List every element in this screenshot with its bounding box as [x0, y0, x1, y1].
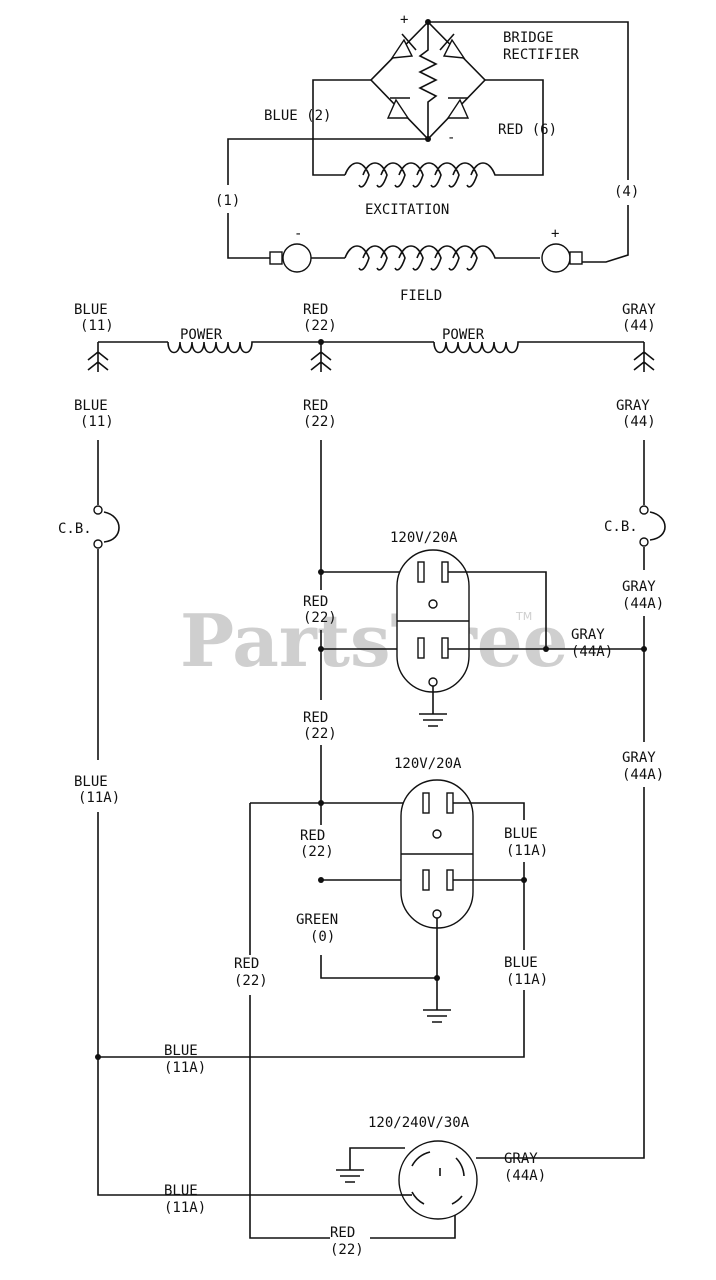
svg-text:BLUE: BLUE [74, 774, 108, 790]
power-label-right: POWER [442, 327, 485, 343]
bridge-label-1: BRIDGE [503, 30, 554, 46]
outlet-1-rating: 120V/20A [390, 530, 458, 546]
wire-blue-top: BLUE [74, 302, 108, 318]
diode-upper-left [390, 33, 417, 59]
svg-text:RED: RED [300, 828, 325, 844]
bridge-rectifier [369, 19, 487, 142]
svg-text:BLUE: BLUE [504, 826, 538, 842]
connector-red [310, 342, 332, 372]
svg-text:(44A): (44A) [622, 767, 664, 783]
diode-lower-left [386, 97, 410, 119]
circuit-breaker-left [93, 505, 120, 549]
svg-text:BLUE: BLUE [164, 1183, 198, 1199]
wire-red-6: RED (6) [498, 122, 557, 138]
outlet-240v [398, 1140, 478, 1220]
svg-text:(22): (22) [303, 414, 337, 430]
svg-text:(11A): (11A) [78, 790, 120, 806]
field-label: FIELD [400, 288, 442, 304]
cb-right-label: C.B. [604, 519, 638, 535]
connector-gray [633, 342, 655, 372]
ground-symbol-3 [336, 1169, 364, 1183]
svg-text:(22): (22) [303, 610, 337, 626]
field-minus: - [294, 226, 302, 242]
svg-text:BLUE: BLUE [74, 398, 108, 414]
svg-text:GRAY: GRAY [622, 750, 656, 766]
ground-symbol-1 [419, 713, 447, 727]
watermark-trademark: TM [515, 610, 532, 623]
svg-text:(11): (11) [80, 318, 114, 334]
plus-sign: + [400, 12, 408, 28]
svg-text:(0): (0) [310, 929, 335, 945]
ground-symbol-2 [423, 1009, 451, 1023]
outlet-1 [396, 549, 470, 693]
svg-text:(22): (22) [330, 1242, 364, 1258]
outlet-240-rating: 120/240V/30A [368, 1115, 470, 1131]
svg-text:(11): (11) [80, 414, 114, 430]
svg-text:RED: RED [303, 710, 328, 726]
power-label-left: POWER [180, 327, 223, 343]
wire-gray-top: GRAY [622, 302, 656, 318]
svg-text:(44): (44) [622, 414, 656, 430]
svg-text:(11A): (11A) [164, 1200, 206, 1216]
svg-text:GRAY: GRAY [571, 627, 605, 643]
bridge-label-2: RECTIFIER [503, 47, 579, 63]
svg-text:(11A): (11A) [506, 972, 548, 988]
field-coil [269, 243, 583, 273]
svg-text:(11A): (11A) [164, 1060, 206, 1076]
svg-text:GRAY: GRAY [504, 1151, 538, 1167]
diode-lower-right [446, 97, 470, 119]
svg-text:(44A): (44A) [622, 596, 664, 612]
minus-sign: - [447, 130, 455, 146]
wire-4: (4) [614, 184, 639, 200]
power-coil-left [167, 341, 260, 354]
svg-text:RED: RED [234, 956, 259, 972]
svg-text:RED: RED [330, 1225, 355, 1241]
svg-text:RED: RED [303, 594, 328, 610]
svg-text:(11A): (11A) [506, 843, 548, 859]
svg-text:(22): (22) [303, 726, 337, 742]
wire-green: GREEN [296, 912, 338, 928]
watermark: PartsTree [180, 598, 568, 683]
wire-blue-2: BLUE (2) [264, 108, 331, 124]
diode-upper-right [439, 33, 466, 59]
svg-text:(22): (22) [300, 844, 334, 860]
svg-text:(44A): (44A) [571, 644, 613, 660]
cb-left-label: C.B. [58, 521, 92, 537]
circuit-breaker-right [639, 505, 666, 547]
svg-text:(22): (22) [303, 318, 337, 334]
svg-text:BLUE: BLUE [164, 1043, 198, 1059]
connector-blue [87, 342, 109, 372]
power-coil-right [433, 341, 526, 354]
svg-text:(22): (22) [234, 973, 268, 989]
outlet-2-rating: 120V/20A [394, 756, 462, 772]
wire-red-top: RED [303, 302, 328, 318]
svg-text:(44A): (44A) [504, 1168, 546, 1184]
excitation-label: EXCITATION [365, 202, 449, 218]
svg-text:(44): (44) [622, 318, 656, 334]
svg-text:GRAY: GRAY [622, 579, 656, 595]
svg-text:RED: RED [303, 398, 328, 414]
svg-text:GRAY: GRAY [616, 398, 650, 414]
field-plus: + [551, 226, 559, 242]
wire-1: (1) [215, 193, 240, 209]
excitation-coil [344, 162, 513, 188]
svg-text:BLUE: BLUE [504, 955, 538, 971]
bridge-resistor [418, 22, 438, 139]
